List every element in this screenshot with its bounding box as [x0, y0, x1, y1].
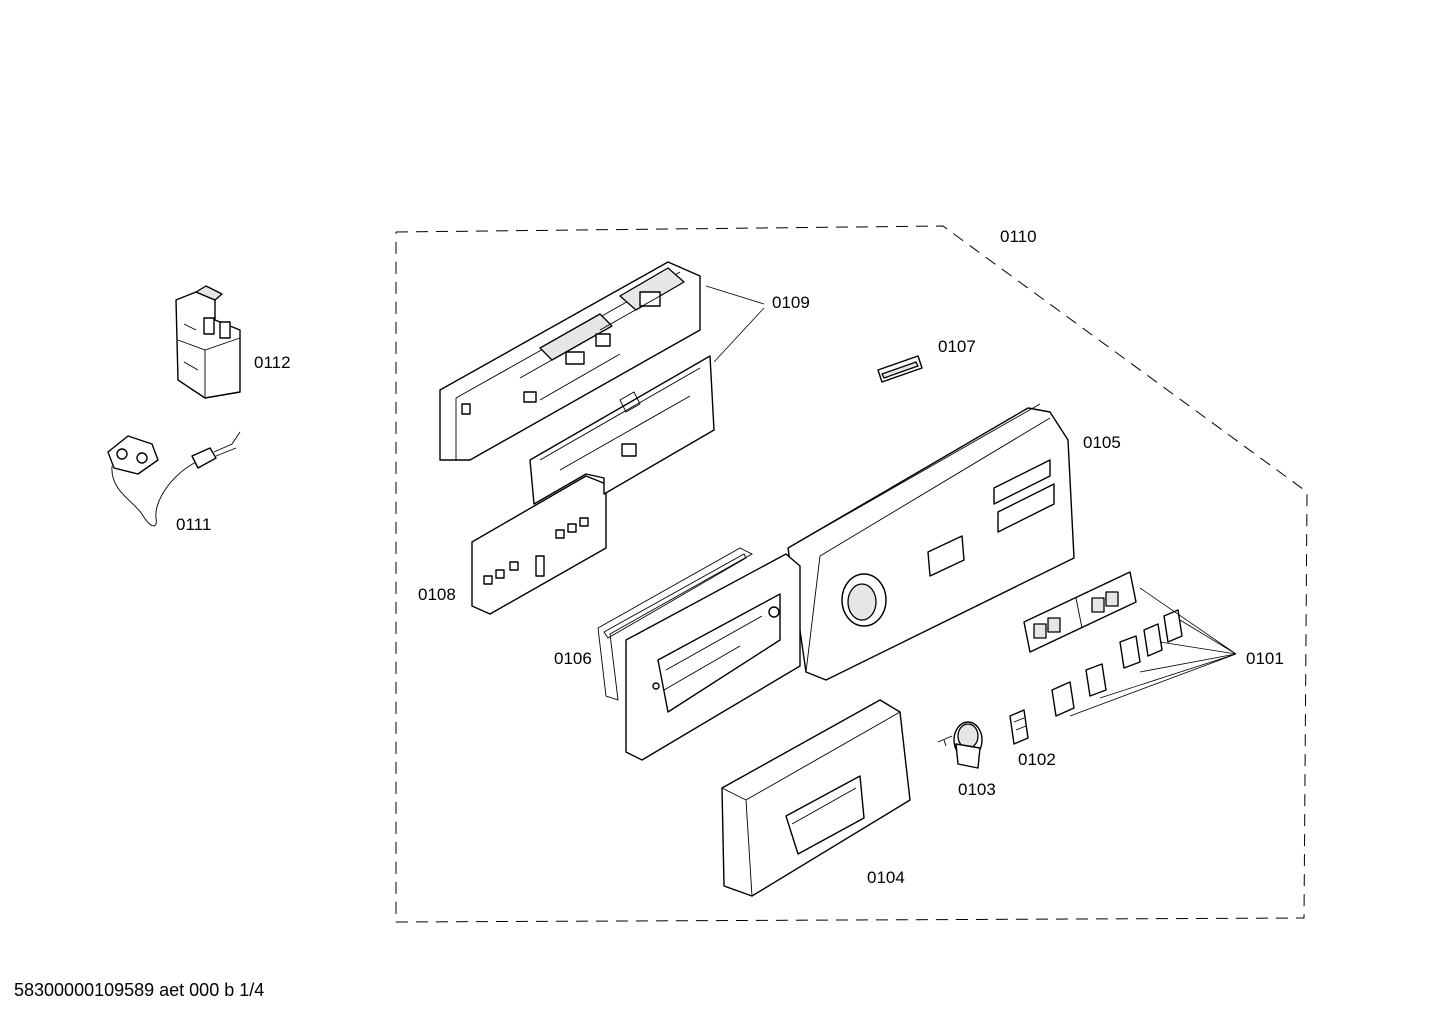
leader-0101 [1069, 587, 1237, 717]
part-0108-pcb [471, 355, 715, 615]
label-0112: 0112 [254, 353, 291, 372]
leader-0109 [705, 285, 765, 363]
label-0109: 0109 [772, 293, 810, 312]
label-0111: 0111 [176, 515, 211, 534]
label-0105: 0105 [1083, 433, 1121, 452]
part-0111-power-cord [107, 431, 241, 527]
part-drawer-frame [625, 553, 801, 761]
part-0103-knob [937, 721, 983, 769]
label-0110: 0110 [1000, 227, 1037, 246]
label-0108: 0108 [418, 585, 456, 604]
part-0104-drawer-handle [721, 699, 911, 897]
document-footer-id: 58300000109589 aet 000 b 1/4 [14, 980, 265, 1000]
assembly-boundary-0110 [395, 225, 1308, 923]
part-0112-filter [175, 285, 241, 399]
label-0107: 0107 [938, 337, 976, 356]
part-0101-switch-set [1023, 571, 1183, 717]
label-0101: 0101 [1246, 649, 1284, 668]
part-0109-module-housing [439, 261, 701, 461]
label-0102: 0102 [1018, 750, 1056, 769]
part-0107-window [877, 355, 923, 383]
label-0103: 0103 [958, 780, 996, 799]
label-0106: 0106 [554, 649, 592, 668]
part-0102-switch [1009, 709, 1029, 745]
label-0104: 0104 [867, 868, 905, 887]
part-0106-seal [597, 547, 753, 701]
part-0105-fascia [787, 403, 1075, 681]
